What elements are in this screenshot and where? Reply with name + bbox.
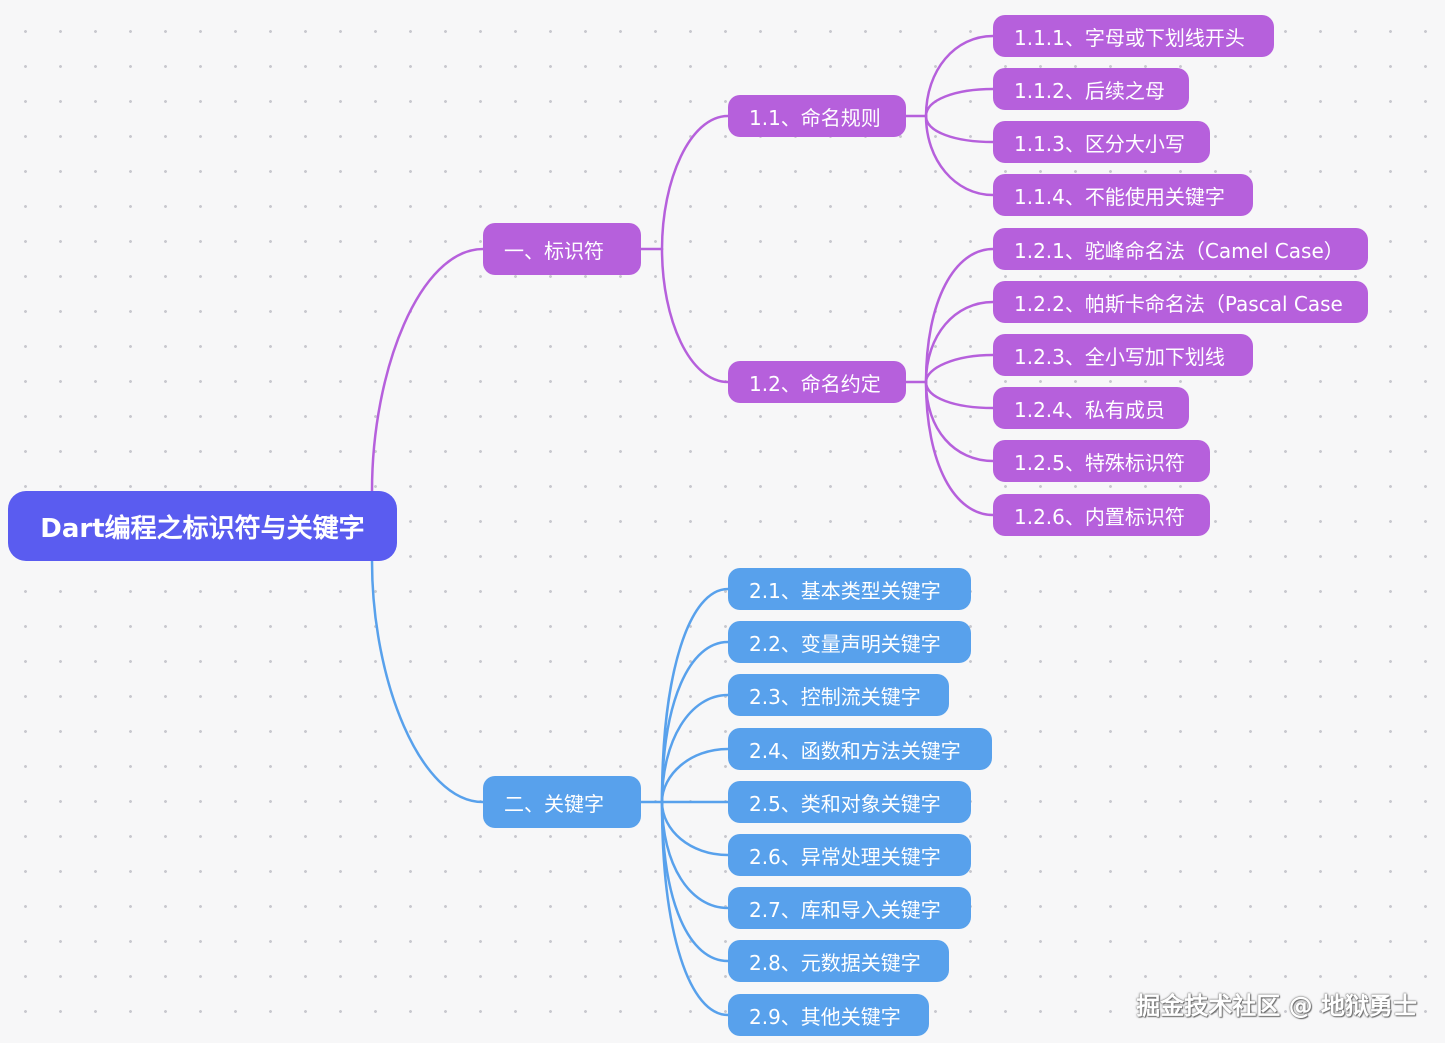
sub-naming-rules[interactable]: 1.1、命名规则	[728, 95, 906, 137]
leaf-1-1-2[interactable]: 1.1.2、后续之母	[993, 68, 1189, 110]
leaf-1-2-6[interactable]: 1.2.6、内置标识符	[993, 494, 1210, 536]
leaf-1-1-4[interactable]: 1.1.4、不能使用关键字	[993, 174, 1253, 216]
leaf-1-2-1[interactable]: 1.2.1、驼峰命名法（Camel Case）	[993, 228, 1368, 270]
leaf-2-3[interactable]: 2.3、控制流关键字	[728, 674, 949, 716]
leaf-2-5[interactable]: 2.5、类和对象关键字	[728, 781, 971, 823]
sub-naming-conventions[interactable]: 1.2、命名约定	[728, 361, 906, 403]
leaf-1-1-3[interactable]: 1.1.3、区分大小写	[993, 121, 1210, 163]
leaf-2-6[interactable]: 2.6、异常处理关键字	[728, 834, 971, 876]
leaf-2-9[interactable]: 2.9、其他关键字	[728, 994, 929, 1036]
leaf-2-8[interactable]: 2.8、元数据关键字	[728, 940, 949, 982]
leaf-1-2-4[interactable]: 1.2.4、私有成员	[993, 387, 1189, 429]
leaf-1-2-2[interactable]: 1.2.2、帕斯卡命名法（Pascal Case	[993, 281, 1368, 323]
watermark-text: 掘金技术社区 @ 地狱勇士	[1136, 992, 1417, 1020]
branch-keywords[interactable]: 二、关键字	[483, 776, 641, 828]
leaf-2-7[interactable]: 2.7、库和导入关键字	[728, 887, 971, 929]
leaf-2-2[interactable]: 2.2、变量声明关键字	[728, 621, 971, 663]
leaf-1-2-5[interactable]: 1.2.5、特殊标识符	[993, 440, 1210, 482]
leaf-1-2-3[interactable]: 1.2.3、全小写加下划线	[993, 334, 1253, 376]
root-node[interactable]: Dart编程之标识符与关键字	[8, 491, 397, 561]
leaf-2-4[interactable]: 2.4、函数和方法关键字	[728, 728, 992, 770]
branch-identifiers[interactable]: 一、标识符	[483, 223, 641, 275]
leaf-1-1-1[interactable]: 1.1.1、字母或下划线开头	[993, 15, 1274, 57]
leaf-2-1[interactable]: 2.1、基本类型关键字	[728, 568, 971, 610]
